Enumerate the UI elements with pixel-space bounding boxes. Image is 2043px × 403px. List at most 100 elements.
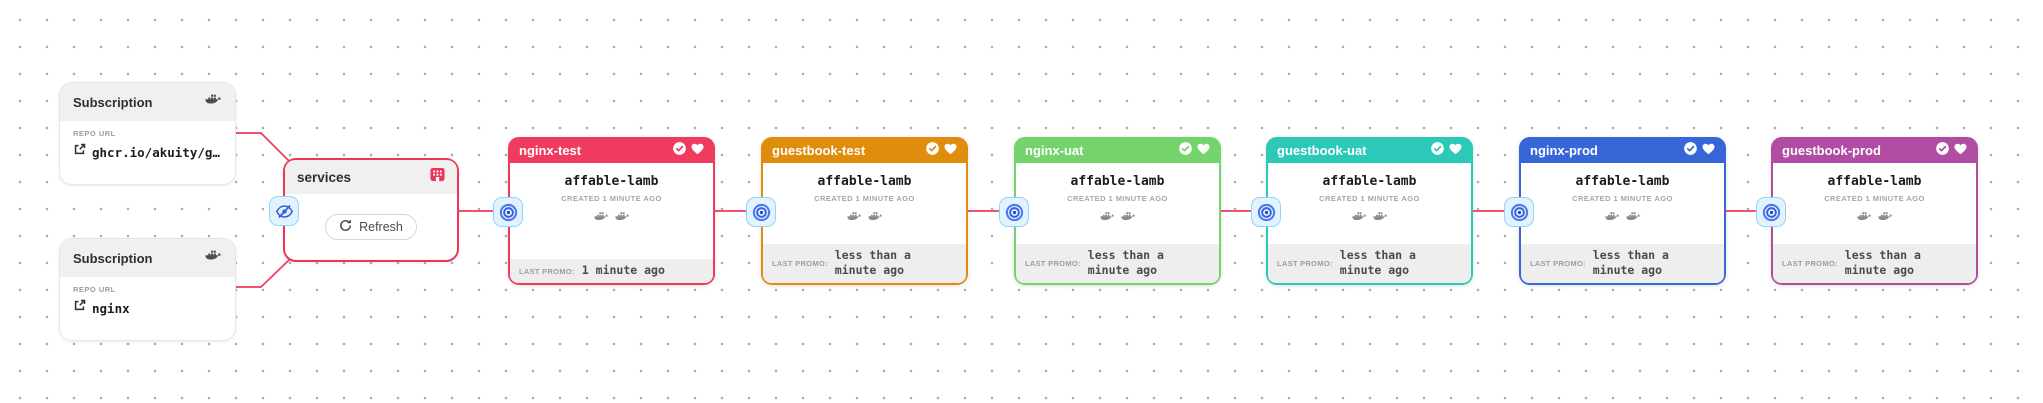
last-promo-label: LAST PROMO: <box>1025 258 1081 268</box>
freight-info: affable-lamb CREATED 1 MINUTE AGO <box>1268 163 1471 244</box>
last-promo-value: less than a minute ago <box>1087 247 1164 278</box>
docker-icon <box>205 249 222 267</box>
freight-name: affable-lamb <box>817 174 912 189</box>
stage-header: nginx-uat <box>1015 138 1220 163</box>
last-promo-label: LAST PROMO: <box>1277 258 1333 268</box>
target-icon[interactable] <box>1504 197 1534 227</box>
docker-image-icon <box>1877 209 1893 227</box>
docker-image-icon <box>846 209 862 227</box>
stage-card-nginx-prod[interactable]: nginx-prod affable-lamb CREATED 1 MINUTE… <box>1504 137 1726 285</box>
heart-icon <box>944 142 957 160</box>
last-promotion-bar: LAST PROMO: less than a minute ago <box>763 243 966 283</box>
freight-info: affable-lamb CREATED 1 MINUTE AGO <box>510 163 713 259</box>
heart-icon <box>1702 142 1715 160</box>
subscription-body: REPO URL nginx <box>60 277 235 323</box>
last-promo-value: less than a minute ago <box>1592 247 1669 278</box>
edge-subscription1-services <box>235 132 290 162</box>
last-promotion-bar: LAST PROMO: less than a minute ago <box>1016 243 1219 283</box>
target-icon[interactable] <box>746 197 776 227</box>
docker-icon <box>205 93 222 111</box>
freight-info: affable-lamb CREATED 1 MINUTE AGO <box>1016 163 1219 244</box>
warehouse-icon <box>430 167 445 187</box>
stage-card-nginx-test[interactable]: nginx-test affable-lamb CREATED 1 MINUTE… <box>493 137 715 285</box>
stage-header: guestbook-prod <box>1772 138 1977 163</box>
heart-icon <box>691 142 704 160</box>
freight-name: affable-lamb <box>1322 174 1417 189</box>
target-icon[interactable] <box>999 197 1029 227</box>
freight-created: CREATED 1 MINUTE AGO <box>561 194 662 203</box>
last-promo-label: LAST PROMO: <box>1530 258 1586 268</box>
stage-name: guestbook-prod <box>1782 143 1881 158</box>
stage-name: nginx-test <box>519 143 582 158</box>
last-promo-label: LAST PROMO: <box>772 258 828 268</box>
docker-image-icon <box>1625 209 1641 227</box>
check-circle-icon <box>673 141 686 160</box>
target-icon[interactable] <box>1756 197 1786 227</box>
heart-icon <box>1449 142 1462 160</box>
warehouse-node-services[interactable]: services Refresh <box>269 158 459 262</box>
refresh-button[interactable]: Refresh <box>325 214 417 240</box>
stage-card-guestbook-test[interactable]: guestbook-test affable-lamb CREATED 1 MI… <box>746 137 968 285</box>
docker-image-icon <box>593 209 609 227</box>
eye-slash-icon[interactable] <box>269 196 299 226</box>
stage-name: guestbook-test <box>772 143 866 158</box>
repo-url-value[interactable]: ghcr.io/akuity/g… <box>92 144 220 160</box>
freight-created: CREATED 1 MINUTE AGO <box>814 194 915 203</box>
subscription-title: Subscription <box>73 250 153 266</box>
last-promo-label: LAST PROMO: <box>519 266 575 276</box>
docker-image-icon <box>1372 209 1388 227</box>
external-link-icon[interactable] <box>73 299 86 317</box>
freight-info: affable-lamb CREATED 1 MINUTE AGO <box>763 163 966 244</box>
stage-header: guestbook-uat <box>1267 138 1472 163</box>
edge-subscription2-services <box>235 259 290 288</box>
docker-image-icon <box>1604 209 1620 227</box>
docker-image-icon <box>1099 209 1115 227</box>
docker-image-icon <box>1120 209 1136 227</box>
subscription-header: Subscription <box>60 239 235 277</box>
subscription-title: Subscription <box>73 94 153 110</box>
freight-info: affable-lamb CREATED 1 MINUTE AGO <box>1521 163 1724 244</box>
subscription-card-ghcr[interactable]: Subscription REPO URL ghcr.io/akuity/g… <box>59 82 236 185</box>
last-promo-value: less than a minute ago <box>1844 247 1921 278</box>
warehouse-name: services <box>297 169 352 185</box>
check-circle-icon <box>1431 141 1444 160</box>
freight-name: affable-lamb <box>1070 174 1165 189</box>
target-icon[interactable] <box>1251 197 1281 227</box>
freight-created: CREATED 1 MINUTE AGO <box>1824 194 1925 203</box>
freight-name: affable-lamb <box>1827 174 1922 189</box>
check-circle-icon <box>1936 141 1949 160</box>
subscription-body: REPO URL ghcr.io/akuity/g… <box>60 121 235 167</box>
refresh-label: Refresh <box>359 220 403 234</box>
stage-card-guestbook-prod[interactable]: guestbook-prod affable-lamb CREATED 1 MI… <box>1756 137 1978 285</box>
docker-image-icon <box>867 209 883 227</box>
subscription-header: Subscription <box>60 83 235 121</box>
last-promotion-bar: LAST PROMO: 1 minute ago <box>510 259 713 283</box>
external-link-icon[interactable] <box>73 143 86 161</box>
check-circle-icon <box>1684 141 1697 160</box>
docker-image-icon <box>1856 209 1872 227</box>
freight-name: affable-lamb <box>564 174 659 189</box>
check-circle-icon <box>926 141 939 160</box>
check-circle-icon <box>1179 141 1192 160</box>
target-icon[interactable] <box>493 197 523 227</box>
docker-image-icon <box>1351 209 1367 227</box>
stage-name: guestbook-uat <box>1277 143 1367 158</box>
freight-name: affable-lamb <box>1575 174 1670 189</box>
last-promo-value: less than a minute ago <box>834 247 911 278</box>
last-promo-value: less than a minute ago <box>1339 247 1416 278</box>
freight-created: CREATED 1 MINUTE AGO <box>1067 194 1168 203</box>
stage-card-guestbook-uat[interactable]: guestbook-uat affable-lamb CREATED 1 MIN… <box>1251 137 1473 285</box>
repo-url-label: REPO URL <box>73 285 116 294</box>
repo-url-value[interactable]: nginx <box>92 300 130 316</box>
heart-icon <box>1954 142 1967 160</box>
refresh-icon <box>339 219 352 235</box>
last-promo-label: LAST PROMO: <box>1782 258 1838 268</box>
freight-created: CREATED 1 MINUTE AGO <box>1572 194 1673 203</box>
stage-header: nginx-test <box>509 138 714 163</box>
last-promotion-bar: LAST PROMO: less than a minute ago <box>1521 243 1724 283</box>
docker-image-icon <box>614 209 630 227</box>
stage-card-nginx-uat[interactable]: nginx-uat affable-lamb CREATED 1 MINUTE … <box>999 137 1221 285</box>
subscription-card-nginx[interactable]: Subscription REPO URL nginx <box>59 238 236 341</box>
